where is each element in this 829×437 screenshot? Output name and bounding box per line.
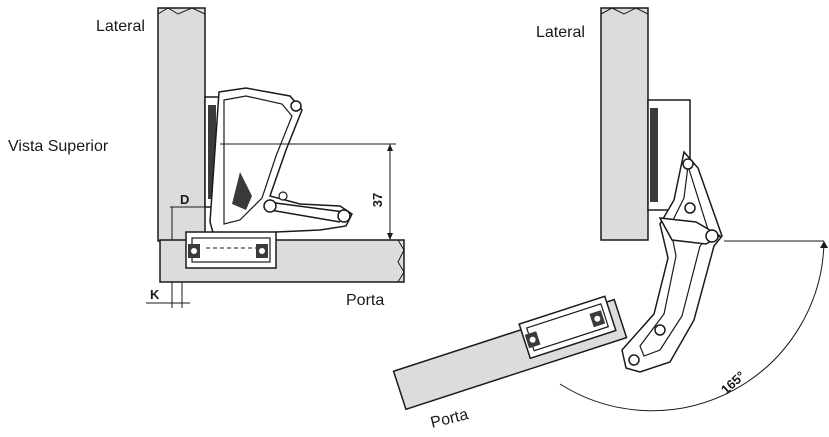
right-pivot-4 — [654, 324, 666, 336]
left-hinge-arm-inner — [223, 95, 293, 225]
left-door-break — [397, 239, 405, 283]
left-pivot-1 — [290, 100, 302, 112]
right-pivot-2 — [684, 202, 696, 214]
left-plate-inner — [208, 105, 216, 199]
label-angle: 165° — [718, 368, 748, 397]
swing-arrow — [820, 241, 828, 248]
left-hinge-arm — [209, 87, 353, 237]
right-plate-inner — [650, 108, 658, 202]
left-arm-shading — [232, 172, 252, 210]
left-pivot-2 — [263, 199, 277, 213]
label-porta-right: Porta — [429, 406, 470, 432]
dim-k-label: K — [150, 287, 160, 302]
dim-37-arrow-bottom — [387, 233, 393, 240]
right-hinge-arm — [621, 150, 723, 373]
label-lateral-right: Lateral — [536, 24, 585, 41]
right-panel-break — [600, 7, 649, 15]
dim-d-label: D — [180, 192, 189, 207]
left-link-2 — [269, 209, 341, 223]
right-view-open: 165° Lateral Porta — [392, 7, 828, 432]
dim-37-arrow-top — [387, 144, 393, 151]
left-cup-hole-r — [259, 248, 265, 254]
label-lateral-left: Lateral — [96, 18, 145, 35]
right-pivot-1 — [682, 158, 694, 170]
dim-37-label: 37 — [370, 193, 385, 207]
left-view-closed: 37 D K Lateral Vista Superior Porta — [8, 7, 405, 309]
right-cup-hole-r — [594, 315, 601, 322]
right-cup-hole-l — [529, 336, 536, 343]
label-porta-left: Porta — [346, 292, 384, 309]
right-lateral-panel — [600, 7, 649, 241]
right-pivot-5 — [628, 354, 640, 366]
left-pivot-3 — [337, 209, 351, 223]
right-hinge-cup — [518, 295, 617, 360]
swing-arc — [559, 240, 825, 412]
left-pivot-4 — [278, 191, 288, 201]
left-cup-hole-l — [191, 248, 197, 254]
left-panel-break — [157, 7, 206, 15]
left-lateral-panel — [157, 7, 206, 242]
label-vista-superior: Vista Superior — [8, 138, 109, 155]
right-pivot-3 — [705, 229, 719, 243]
left-link-1 — [267, 201, 345, 213]
